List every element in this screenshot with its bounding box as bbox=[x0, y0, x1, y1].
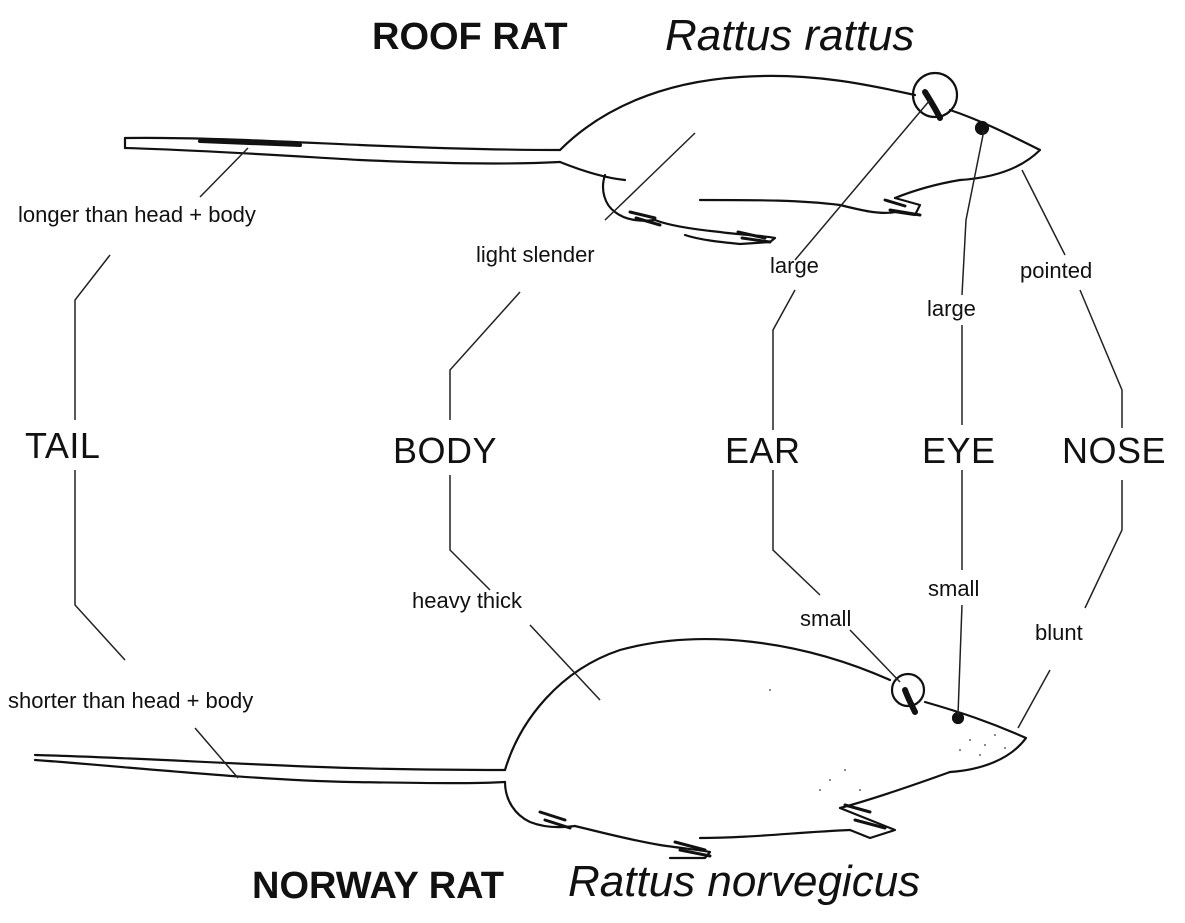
norway-trait-body: heavy thick bbox=[412, 590, 522, 612]
norway-rat-drawing bbox=[35, 639, 1026, 858]
body-connector-mid-top bbox=[450, 292, 520, 420]
roof-rat-common-name: ROOF RAT bbox=[372, 18, 568, 56]
eye-connector-bottom bbox=[958, 605, 962, 715]
roof-trait-tail: longer than head + body bbox=[18, 204, 256, 226]
roof-trait-nose: pointed bbox=[1020, 260, 1092, 282]
body-connector-mid-bottom bbox=[450, 475, 490, 590]
category-eye: EYE bbox=[922, 433, 996, 469]
ear-connector-mid-bottom bbox=[773, 470, 820, 595]
nose-connector-top bbox=[1022, 170, 1065, 255]
roof-trait-ear: large bbox=[770, 255, 819, 277]
roof-rat-scientific-name: Rattus rattus bbox=[665, 14, 914, 58]
roof-trait-body: light slender bbox=[476, 244, 595, 266]
ear-connector-top bbox=[795, 100, 930, 260]
category-ear: EAR bbox=[725, 433, 801, 469]
norway-trait-eye: small bbox=[928, 578, 979, 600]
tail-connector-mid-top bbox=[75, 255, 110, 420]
tail-connector-top bbox=[200, 148, 248, 197]
body-connector-top bbox=[605, 133, 695, 220]
norway-trait-nose: blunt bbox=[1035, 622, 1083, 644]
roof-trait-eye: large bbox=[927, 298, 976, 320]
ear-connector-mid-top bbox=[773, 290, 795, 430]
nose-connector-bottom bbox=[1018, 670, 1050, 728]
norway-rat-scientific-name: Rattus norvegicus bbox=[568, 860, 920, 904]
category-body: BODY bbox=[393, 433, 497, 469]
category-nose: NOSE bbox=[1062, 433, 1166, 469]
eye-connector-top bbox=[962, 130, 984, 295]
tail-connector-mid-bottom bbox=[75, 470, 125, 660]
category-tail: TAIL bbox=[25, 428, 100, 464]
nose-connector-mid-bottom bbox=[1085, 480, 1122, 608]
norway-rat-common-name: NORWAY RAT bbox=[252, 867, 504, 905]
norway-trait-ear: small bbox=[800, 608, 851, 630]
tail-connector-bottom bbox=[195, 728, 238, 778]
norway-trait-tail: shorter than head + body bbox=[8, 690, 253, 712]
nose-connector-mid-top bbox=[1080, 290, 1122, 428]
roof-rat-drawing bbox=[125, 73, 1040, 244]
